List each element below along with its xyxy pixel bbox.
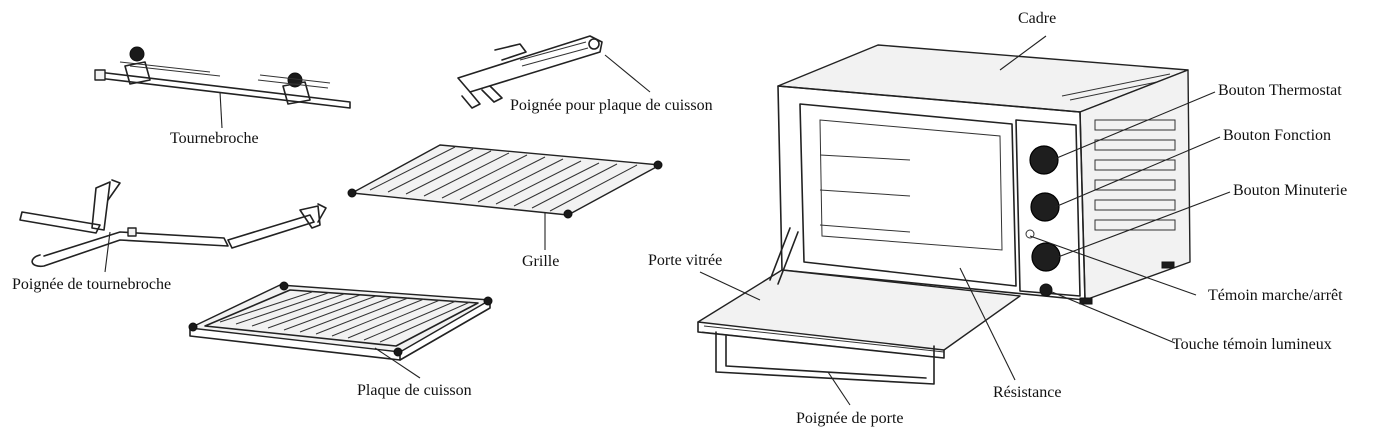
- baking-tray-drawing: [188, 281, 493, 361]
- label-poignee-tournebroche: Poignée de tournebroche: [12, 276, 172, 293]
- label-tournebroche: Tournebroche: [170, 130, 259, 147]
- label-porte-vitree: Porte vitrée: [648, 252, 723, 269]
- label-poignee-porte: Poignée de porte: [796, 410, 904, 427]
- wire-rack-drawing: [347, 144, 663, 219]
- leader-lines: [104, 35, 1231, 406]
- label-bouton-fonction: Bouton Fonction: [1223, 127, 1332, 144]
- label-touche-temoin-lumineux: Touche témoin lumineux: [1172, 336, 1332, 353]
- label-grille: Grille: [522, 253, 560, 270]
- label-bouton-minuterie: Bouton Minuterie: [1233, 182, 1348, 199]
- label-bouton-thermostat: Bouton Thermostat: [1218, 82, 1342, 99]
- label-plaque-cuisson: Plaque de cuisson: [357, 382, 472, 399]
- label-temoin-marche-arret: Témoin marche/arrêt: [1208, 287, 1343, 304]
- oven-drawing: [697, 44, 1191, 385]
- spit-handle-drawing: [19, 179, 327, 268]
- label-resistance: Résistance: [993, 384, 1062, 401]
- tray-handle-drawing: [457, 35, 603, 109]
- label-poignee-plaque: Poignée pour plaque de cuisson: [510, 97, 713, 114]
- rotisserie-spit-drawing: [94, 46, 351, 109]
- label-cadre: Cadre: [1018, 10, 1057, 27]
